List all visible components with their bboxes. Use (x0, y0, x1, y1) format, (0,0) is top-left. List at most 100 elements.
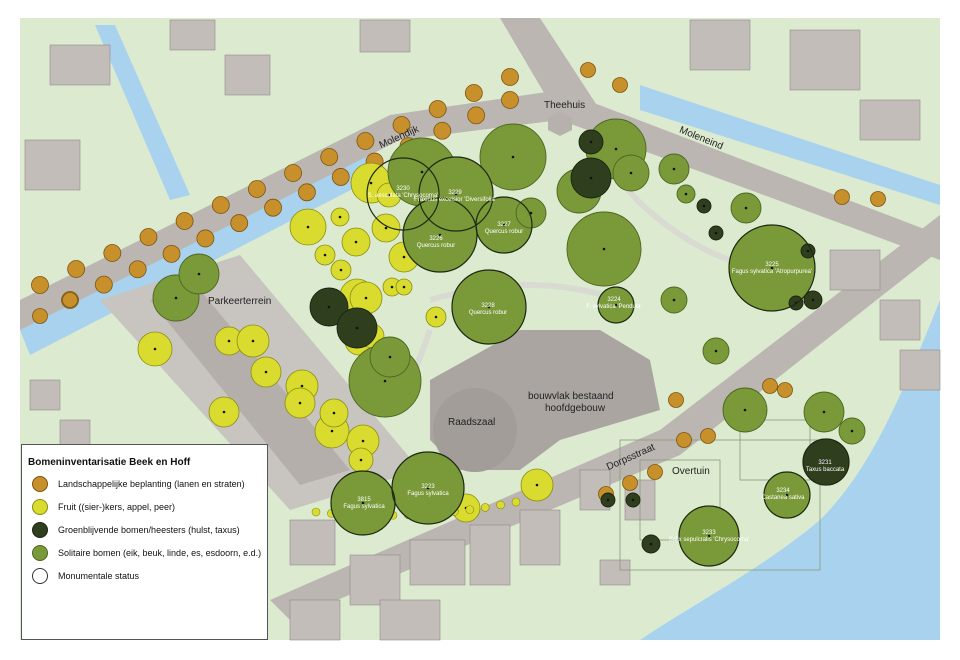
lane-tree (501, 68, 519, 86)
fruit-tree-trunk (434, 315, 438, 319)
evergreen-tree-trunk (702, 204, 706, 208)
lane-tree (428, 100, 447, 118)
lane-tree (175, 212, 194, 230)
fruit-tree-trunk (323, 253, 327, 257)
legend-item-fruit: Fruit ((sier-)kers, appel, peer) (32, 498, 175, 516)
lane-tree (264, 198, 282, 217)
solitary-tree-trunk (785, 493, 789, 497)
lane-tree (433, 121, 452, 140)
fruit-tree-trunk (264, 370, 268, 374)
fruit-tree-small (480, 503, 490, 512)
fruit-tree-trunk (359, 458, 363, 462)
lane-tree (700, 428, 716, 444)
solitary-tree-trunk (174, 296, 178, 300)
monumental-ring (802, 438, 850, 486)
evergreen-tree-trunk (649, 542, 653, 546)
road-dorpsstraat (270, 215, 940, 620)
fruit-tree-small (465, 505, 475, 514)
fruit-tree-trunk (338, 215, 342, 219)
solitary-tree-trunk (614, 147, 618, 151)
legend-swatch-evergreen (32, 522, 48, 538)
road-molendijk-moleneind (20, 90, 940, 330)
canal-moleneind (640, 85, 940, 205)
solitary-tree-trunk (438, 233, 442, 237)
lane-tree (356, 132, 375, 150)
fruit-tree-trunk (153, 347, 157, 351)
evergreen-tree-trunk (806, 249, 810, 253)
legend-label-monumental: Monumentale status (58, 571, 140, 581)
fruit-tree-trunk (390, 285, 394, 289)
solitary-tree-trunk (420, 170, 424, 174)
solitary-tree-trunk (502, 223, 506, 227)
parking-strip (150, 290, 350, 485)
lane-tree (501, 91, 519, 109)
fruit-tree-trunk (402, 255, 406, 259)
lane-tree (67, 260, 86, 278)
fruit-tree-small (496, 500, 505, 510)
lane-tree (622, 475, 638, 491)
lane-tree (94, 275, 113, 294)
road-north (500, 18, 600, 120)
raadszaal-building (433, 388, 517, 472)
fruit-tree-trunk (402, 285, 406, 289)
solitary-tree-trunk (707, 534, 711, 538)
evergreen-tree-trunk (327, 305, 331, 309)
legend-item-evergreen: Groenblijvende bomen/heesters (hulst, ta… (32, 521, 240, 539)
fruit-tree-trunk (330, 429, 334, 433)
evergreen-tree-trunk (824, 460, 828, 464)
lane-tree (298, 183, 316, 202)
lane-tree (762, 378, 778, 394)
lane-tree (196, 229, 215, 248)
lane-tree (162, 244, 181, 263)
monumental-ring (678, 505, 740, 567)
map-legend: Bomeninventarisatie Beek en Hoff Landsch… (21, 444, 268, 640)
evergreen-tree-trunk (811, 298, 815, 302)
label-hoofdgebouw-1: bouwvlak bestaand (528, 391, 614, 402)
fruit-tree-trunk (306, 225, 310, 229)
lane-tree (870, 191, 886, 207)
monumental-ring (391, 451, 465, 525)
lane-tree (392, 116, 411, 134)
fruit-tree-trunk (354, 240, 358, 244)
fruit-tree-trunk (251, 339, 255, 343)
solitary-tree-group (152, 118, 866, 567)
legend-swatch-solitary (32, 545, 48, 561)
lane-tree (320, 148, 339, 166)
lane-tree (834, 189, 850, 205)
surrounding-buildings (24, 19, 941, 641)
label-parkeerterrein: Parkeerterrein (208, 296, 272, 307)
monumental-ring (451, 269, 527, 345)
monumental-ring (330, 470, 396, 536)
legend-label-lane: Landschappelijke beplanting (lanen en st… (58, 479, 245, 489)
lane-tree (230, 214, 249, 232)
legend-item-solitary: Solitaire bomen (eik, beuk, linde, es, e… (32, 544, 261, 562)
solitary-tree-trunk (388, 355, 392, 359)
label-raadszaal: Raadszaal (448, 417, 496, 428)
evergreen-tree-trunk (631, 498, 635, 502)
label-theehuis: Theehuis (544, 100, 586, 111)
fruit-tree-trunk (535, 483, 539, 487)
fruit-tree-small (511, 497, 521, 507)
solitary-tree-trunk (629, 171, 633, 175)
monumental-ring (418, 156, 494, 232)
evergreen-tree-trunk (355, 326, 359, 330)
monumental-ring (763, 471, 811, 519)
canal-north (95, 25, 190, 200)
fruit-tree-small (311, 507, 321, 517)
legend-item-monumental: Monumentale status (32, 567, 139, 585)
solitary-tree-trunk (383, 379, 387, 383)
lane-tree (668, 392, 684, 408)
solitary-tree-trunk (361, 501, 365, 505)
lane-tree (647, 464, 663, 480)
fruit-tree-trunk (361, 439, 365, 443)
lane-tree (284, 164, 302, 182)
